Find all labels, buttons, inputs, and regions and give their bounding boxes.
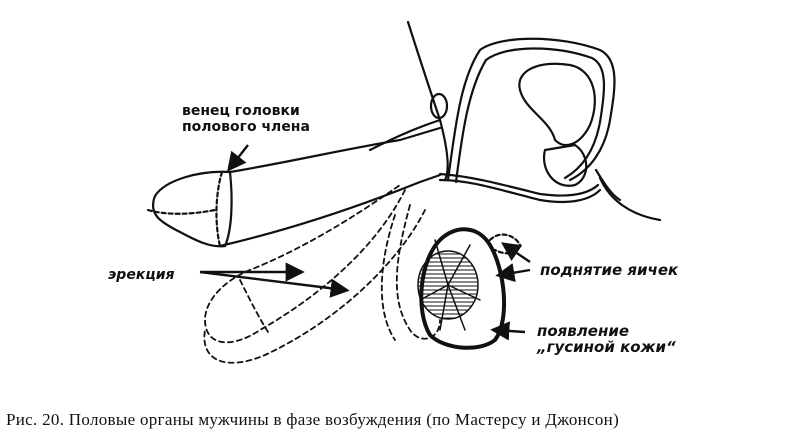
label-glans-corona-line1: венец головки <box>182 103 300 119</box>
flaccid-outline <box>204 184 406 344</box>
label-goosebumps-line1: появление <box>537 322 629 340</box>
glans <box>152 170 233 248</box>
figure-caption: Рис. 20. Половые органы мужчины в фазе в… <box>6 410 620 429</box>
prostate <box>542 143 588 187</box>
label-goosebumps: появление „гусиной кожи“ <box>537 323 676 355</box>
label-goosebumps-line2: „гусиной кожи“ <box>537 338 676 356</box>
pubic-bone <box>429 92 449 120</box>
penis-shaft <box>228 126 442 174</box>
pubic-contour <box>368 118 442 152</box>
bladder <box>518 62 596 147</box>
label-glans-corona: венец головки полового члена <box>182 103 310 135</box>
testes-arrow-2 <box>495 263 531 283</box>
corona-arrow <box>227 144 249 172</box>
label-testes-elevation: поднятие яичек <box>540 261 679 279</box>
erection-arrow-2 <box>199 270 350 298</box>
abdomen-contour <box>406 20 449 182</box>
testes-arrow-1 <box>501 242 531 263</box>
goosebumps-arrow <box>490 321 526 341</box>
label-erection: эрекция <box>108 267 175 283</box>
anatomy-drawing <box>146 20 662 364</box>
urethra <box>438 178 602 204</box>
vas-deferens <box>446 37 616 182</box>
label-glans-corona-line2: полового члена <box>182 119 310 135</box>
